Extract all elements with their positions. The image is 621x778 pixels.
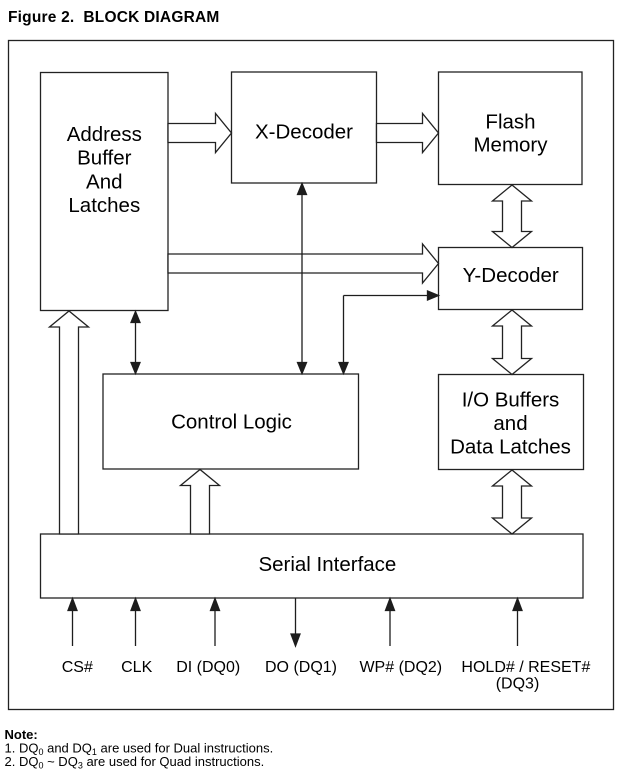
svg-text:Latches: Latches (68, 194, 140, 217)
svg-text:2. DQ0 ~ DQ3 are used for Quad: 2. DQ0 ~ DQ3 are used for Quad instructi… (5, 754, 265, 771)
svg-text:CS#: CS# (62, 659, 93, 676)
svg-text:(DQ3): (DQ3) (496, 676, 540, 693)
svg-text:Y-Decoder: Y-Decoder (463, 264, 559, 287)
svg-text:Buffer: Buffer (77, 147, 131, 170)
svg-text:HOLD# / RESET#: HOLD# / RESET# (461, 659, 590, 676)
svg-text:Control Logic: Control Logic (171, 411, 292, 434)
svg-text:DO (DQ1): DO (DQ1) (265, 659, 337, 676)
svg-text:X-Decoder: X-Decoder (255, 120, 353, 143)
svg-text:Serial Interface: Serial Interface (258, 553, 396, 576)
svg-text:1. DQ0 and DQ1 are used for Du: 1. DQ0 and DQ1 are used for Dual instruc… (5, 741, 274, 758)
svg-text:Figure 2. BLOCK DIAGRAM: Figure 2. BLOCK DIAGRAM (8, 9, 219, 26)
svg-text:And: And (86, 171, 122, 194)
svg-text:I/O Buffers: I/O Buffers (462, 388, 560, 411)
svg-text:Note:: Note: (5, 727, 38, 742)
svg-text:DI (DQ0): DI (DQ0) (176, 659, 240, 676)
svg-text:Data Latches: Data Latches (450, 435, 571, 458)
svg-text:and: and (493, 412, 527, 435)
svg-text:Memory: Memory (473, 133, 548, 156)
svg-text:CLK: CLK (121, 659, 152, 676)
svg-text:Flash: Flash (485, 111, 535, 134)
svg-text:WP# (DQ2): WP# (DQ2) (359, 659, 442, 676)
svg-text:Address: Address (67, 123, 142, 146)
